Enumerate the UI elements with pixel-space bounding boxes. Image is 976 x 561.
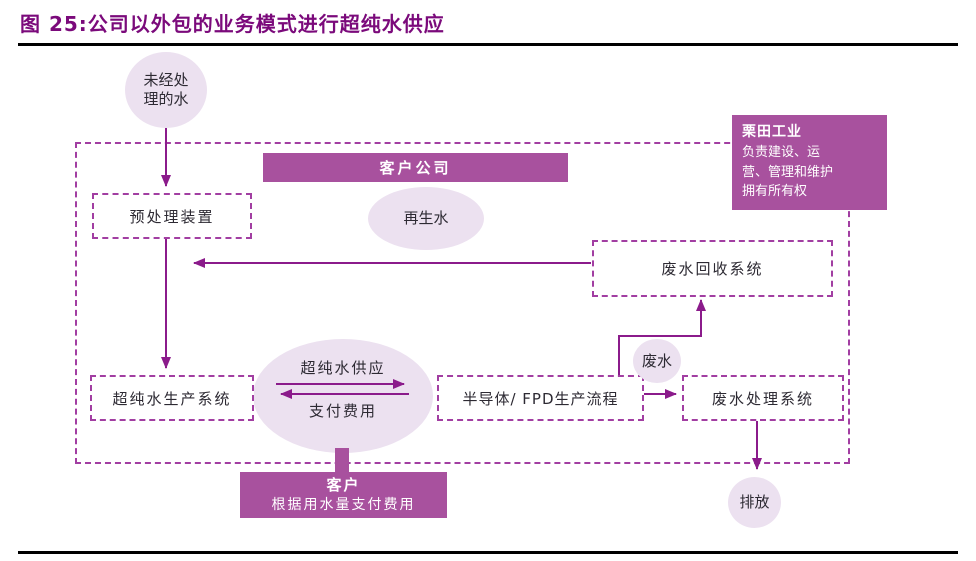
kurita-line-1: 负责建设、运 [742,145,821,160]
kurita-line-3: 拥有所有权 [742,184,808,199]
pretreatment-box: 预处理装置 [92,193,252,239]
untreated-water-node: 未经处 理的水 [125,52,207,128]
kurita-title: 栗田工业 [742,124,802,140]
payment-flow-label: 支付费用 [308,402,377,420]
customer-company-label: 客户公司 [379,159,452,177]
wastewater-node: 废水 [633,339,681,383]
arrow-wastewater-to-recovery [618,299,706,375]
semiconductor-fpd-label: 半导体/ FPD生产流程 [462,389,619,408]
wastewater-label: 废水 [641,351,672,370]
customer-connector-stem [335,448,349,474]
discharge-node: 排放 [728,477,781,528]
figure-bottom-rule [18,551,958,554]
kurita-line-2: 营、管理和维护 [742,164,834,180]
recycled-water-node: 再生水 [368,187,484,250]
wastewater-treatment-label: 废水处理系统 [711,389,814,408]
recycled-water-label: 再生水 [403,209,449,228]
customer-subtitle: 根据用水量支付费用 [271,496,416,513]
kurita-industries-box: 栗田工业 负责建设、运 营、管理和维护 拥有所有权 [732,115,887,210]
pretreatment-label: 预处理装置 [129,207,215,226]
wastewater-treatment-box: 废水处理系统 [682,375,844,421]
figure-title: 图 25:公司以外包的业务模式进行超纯水供应 [20,12,445,36]
upw-supply-flow-label: 超纯水供应 [300,359,386,377]
wastewater-recovery-label: 废水回收系统 [661,260,764,278]
customer-company-boundary [75,142,850,464]
upw-production-label: 超纯水生产系统 [112,389,232,408]
untreated-water-label-line2: 理的水 [143,90,189,108]
upw-production-box: 超纯水生产系统 [90,375,254,421]
discharge-label: 排放 [739,493,770,512]
semiconductor-fpd-box: 半导体/ FPD生产流程 [437,375,644,421]
customer-company-banner: 客户公司 [263,153,568,182]
customer-title: 客户 [326,475,361,494]
customer-box: 客户 根据用水量支付费用 [240,472,447,518]
untreated-water-label-line1: 未经处 [143,71,189,90]
title-underline [18,43,958,46]
wastewater-recovery-box: 废水回收系统 [592,240,833,297]
